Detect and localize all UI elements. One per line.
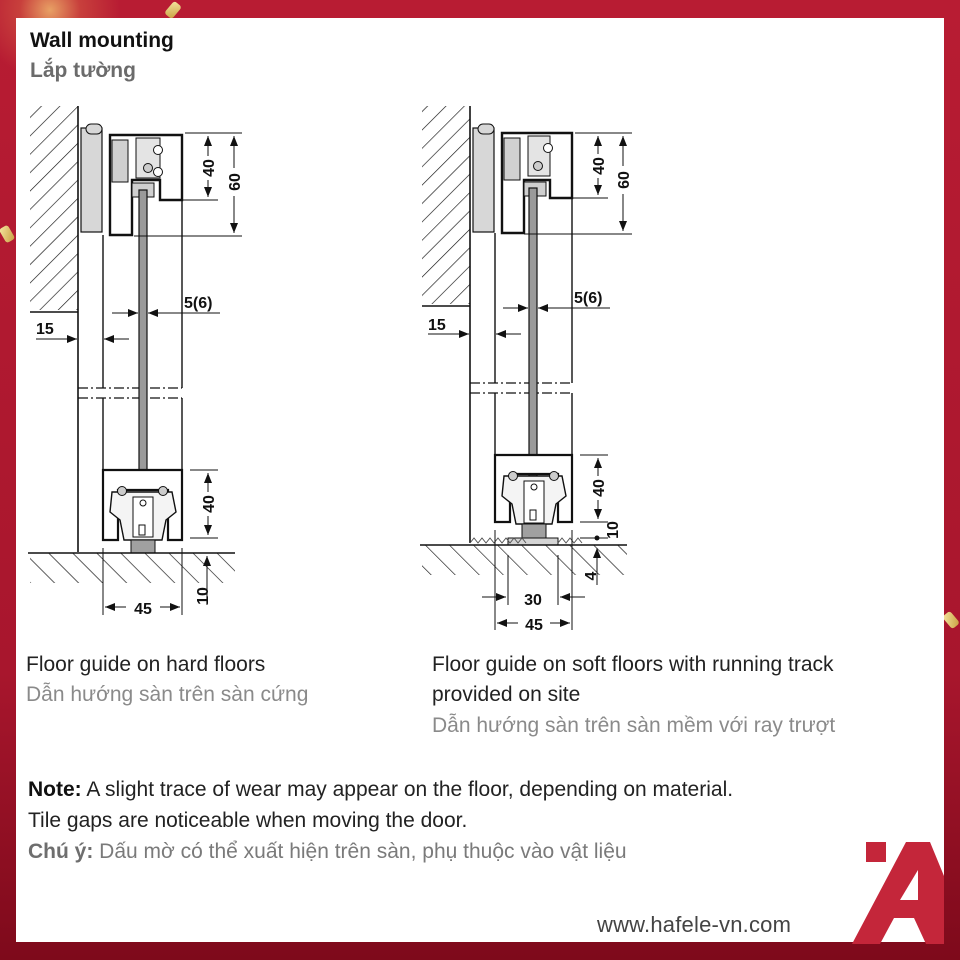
dim-top-outer: 60 (616, 171, 633, 189)
note-vi-line: Chú ý: Dấu mờ có thể xuất hiện trên sàn,… (28, 836, 948, 867)
title-english: Wall mounting (30, 29, 174, 52)
dim-top-inner: 40 (201, 159, 218, 177)
dim-track-depth: 4 (583, 571, 600, 580)
dim-top-outer: 60 (227, 173, 244, 191)
running-track (507, 537, 559, 546)
dim-floor-depth: 10 (195, 587, 212, 605)
wall-hatch (30, 106, 78, 310)
website-link[interactable]: www.hafele-vn.com (597, 912, 792, 937)
dim-width: 45 (134, 601, 152, 618)
caption-soft-floor-vi: Dẫn hướng sàn trên sàn mềm với ray trượt (432, 714, 836, 737)
note-label-en: Note: (28, 778, 82, 801)
floor-hatch (30, 553, 235, 583)
title-vietnamese: Lắp tường (30, 59, 136, 82)
diagram-hard-floor: 40 60 5(6) 15 40 10 45 (28, 106, 244, 618)
dim-clearance: 10 (605, 521, 622, 539)
note-text-vi: Dấu mờ có thể xuất hiện trên sàn, phụ th… (93, 840, 627, 863)
glass-panel (138, 189, 148, 491)
dim-bottom-guide: 40 (201, 495, 218, 513)
dim-glass: 5(6) (574, 290, 602, 307)
dim-wall-gap: 15 (36, 321, 54, 338)
note-block: Note: A slight trace of wear may appear … (28, 774, 948, 867)
note-en-line1: Note: A slight trace of wear may appear … (28, 774, 948, 805)
note-label-vi: Chú ý: (28, 840, 94, 863)
dim-top-inner: 40 (591, 157, 608, 175)
caption-hard-floor-vi: Dẫn hướng sàn trên sàn cứng (26, 683, 309, 706)
wall-bracket (80, 127, 103, 233)
dim-width: 45 (525, 617, 543, 634)
note-text-en-2: Tile gaps are noticeable when moving the… (28, 809, 468, 832)
dim-glass: 5(6) (184, 295, 212, 312)
dim-wall-gap: 15 (428, 317, 446, 334)
caption-hard-floor-en: Floor guide on hard floors (26, 653, 266, 676)
caption-soft-floor-en-1: Floor guide on soft floors with running … (432, 653, 834, 676)
dim-inner-width: 30 (524, 592, 542, 609)
hafele-logo-icon (852, 842, 944, 944)
note-text-en-1: A slight trace of wear may appear on the… (81, 778, 734, 801)
diagram-soft-floor: 40 60 5(6) 15 40 10 4 30 45 (420, 106, 633, 634)
caption-soft-floor-en-2: provided on site (432, 683, 581, 706)
dim-bottom-guide: 40 (591, 479, 608, 497)
